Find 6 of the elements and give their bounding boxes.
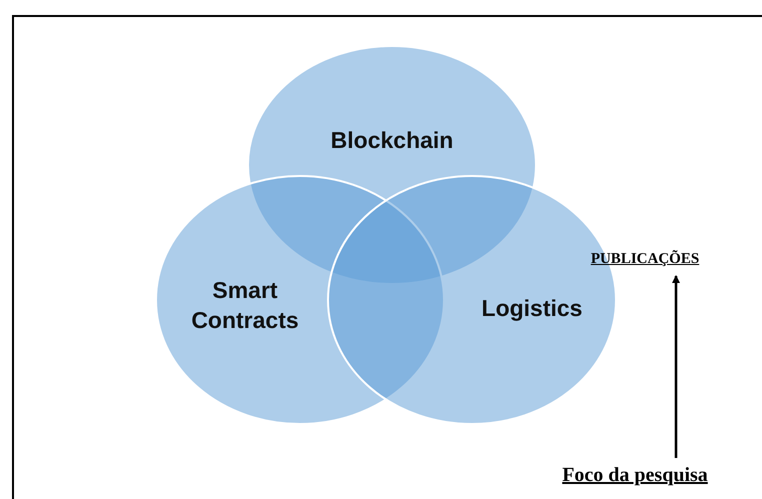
arrow [672, 275, 680, 458]
circle-label: Logistics [480, 294, 584, 323]
circle-label: Blockchain [330, 126, 454, 155]
annotation-text: PUBLICAÇÕES [590, 249, 700, 269]
caption-text: Foco da pesquisa [562, 463, 708, 488]
circle-label: Smart Contracts [190, 276, 300, 335]
